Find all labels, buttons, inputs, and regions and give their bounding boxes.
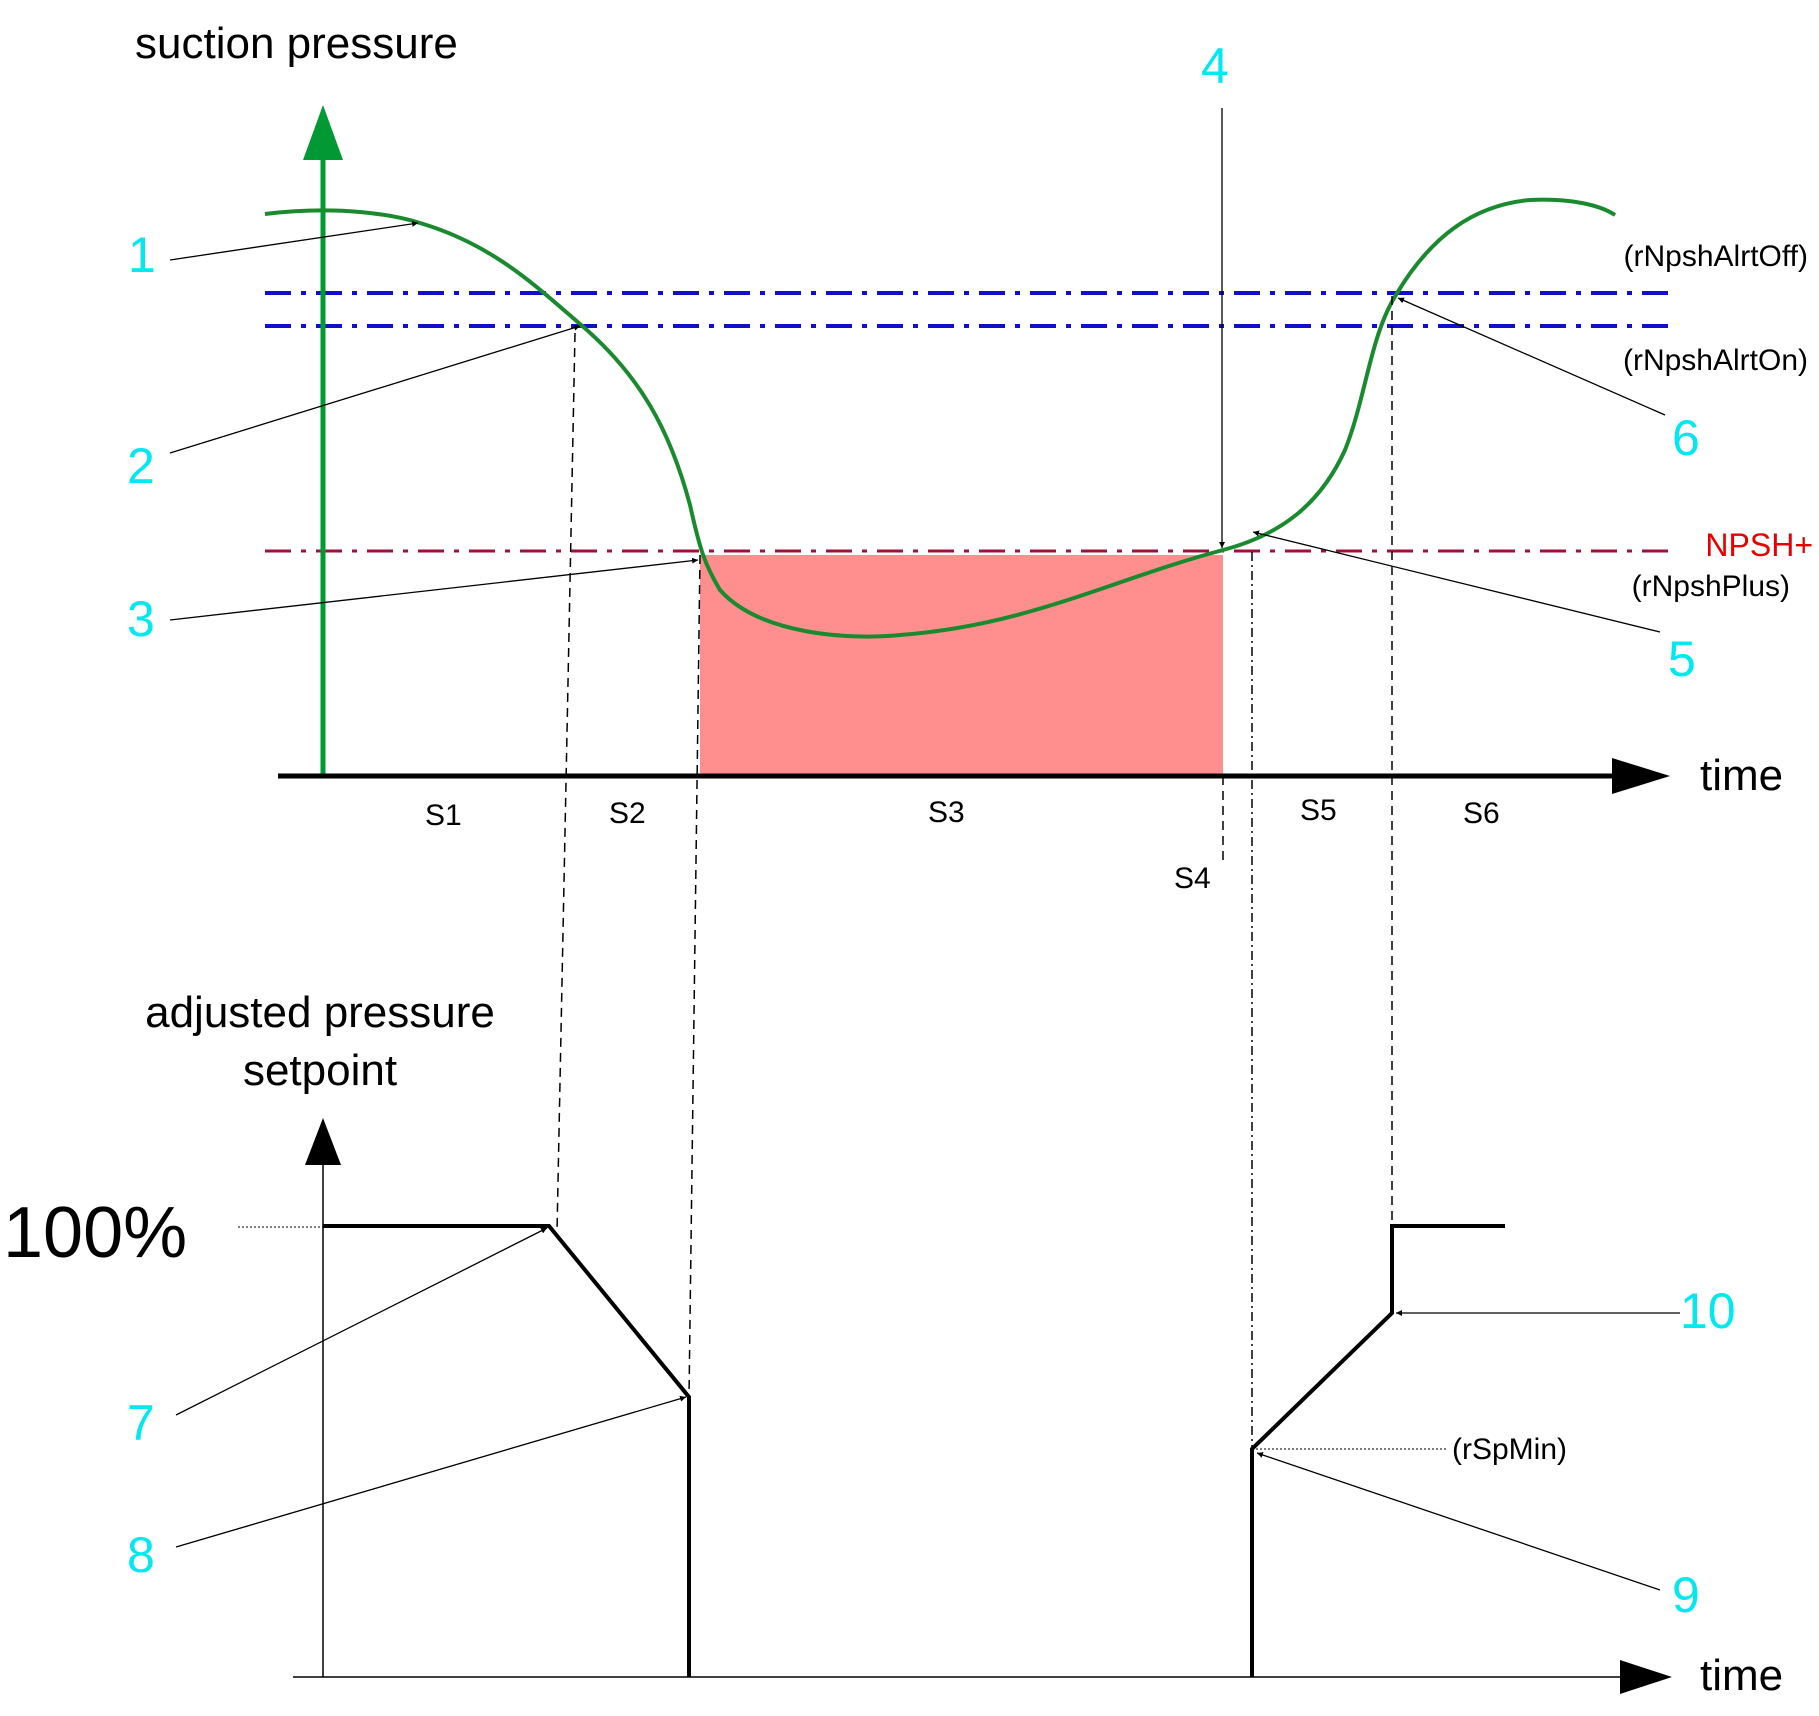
bottom-chart: adjusted pressure setpoint time 100% (rS…	[3, 988, 1783, 1700]
bottom-y-axis-title-line2: setpoint	[243, 1046, 397, 1095]
bottom-y-axis-title-line1: adjusted pressure	[145, 988, 495, 1037]
callout-7-leader	[175, 1227, 548, 1416]
projection-line-s2-s3	[688, 554, 701, 1398]
setpoint-axis-arrow-icon	[305, 1118, 341, 1165]
callout-6-leader	[1397, 297, 1666, 416]
level-100-label: 100%	[3, 1193, 187, 1273]
callout-number-3: 3	[127, 591, 155, 647]
sp-min-label: (rSpMin)	[1452, 1433, 1567, 1466]
callout-3-leader	[169, 557, 699, 621]
top-x-axis-title: time	[1700, 751, 1783, 800]
callout-number-1: 1	[128, 227, 156, 283]
callout-1-leader	[169, 220, 419, 261]
callout-number-2: 2	[127, 438, 155, 494]
callout-9-leader	[1256, 1452, 1661, 1591]
segment-label-s5: S5	[1300, 794, 1337, 827]
suction-pressure-axis-arrow-icon	[303, 105, 343, 160]
bottom-time-axis-arrow-icon	[1620, 1660, 1672, 1694]
segment-label-s1: S1	[425, 799, 462, 832]
low-pressure-shaded-area	[700, 555, 1223, 776]
callout-number-4: 4	[1201, 38, 1229, 94]
alert-on-label: (rNpshAlrtOn)	[1623, 344, 1808, 377]
setpoint-trace-left	[323, 1224, 691, 1677]
setpoint-trace-right	[1250, 1224, 1505, 1677]
callout-8-leader	[175, 1395, 687, 1548]
alert-off-label: (rNpshAlrtOff)	[1624, 240, 1808, 273]
bottom-x-axis-title: time	[1700, 1651, 1783, 1700]
projection-line-s1-s2	[556, 332, 576, 1233]
callout-number-10: 10	[1680, 1283, 1736, 1339]
npsh-plus-label: NPSH+	[1705, 527, 1813, 563]
callout-number-6: 6	[1672, 410, 1700, 466]
suction-pressure-curve	[264, 197, 1617, 639]
top-y-axis-title: suction pressure	[135, 19, 458, 68]
callout-5-leader	[1252, 530, 1661, 633]
npsh-plus-param-label: (rNpshPlus)	[1632, 570, 1790, 603]
segment-label-s3: S3	[928, 796, 965, 829]
callout-number-9: 9	[1672, 1567, 1700, 1623]
top-time-axis-arrow-icon	[1612, 758, 1670, 794]
callout-number-8: 8	[127, 1527, 155, 1583]
segment-label-s2: S2	[609, 797, 646, 830]
callout-number-7: 7	[127, 1395, 155, 1451]
segment-label-s4: S4	[1174, 862, 1211, 895]
callout-number-5: 5	[1668, 631, 1696, 687]
callout-2-leader	[169, 324, 581, 454]
segment-label-s6: S6	[1463, 797, 1500, 830]
top-chart: suction pressure time (rNpshAlrtOff) (rN…	[127, 19, 1813, 1450]
